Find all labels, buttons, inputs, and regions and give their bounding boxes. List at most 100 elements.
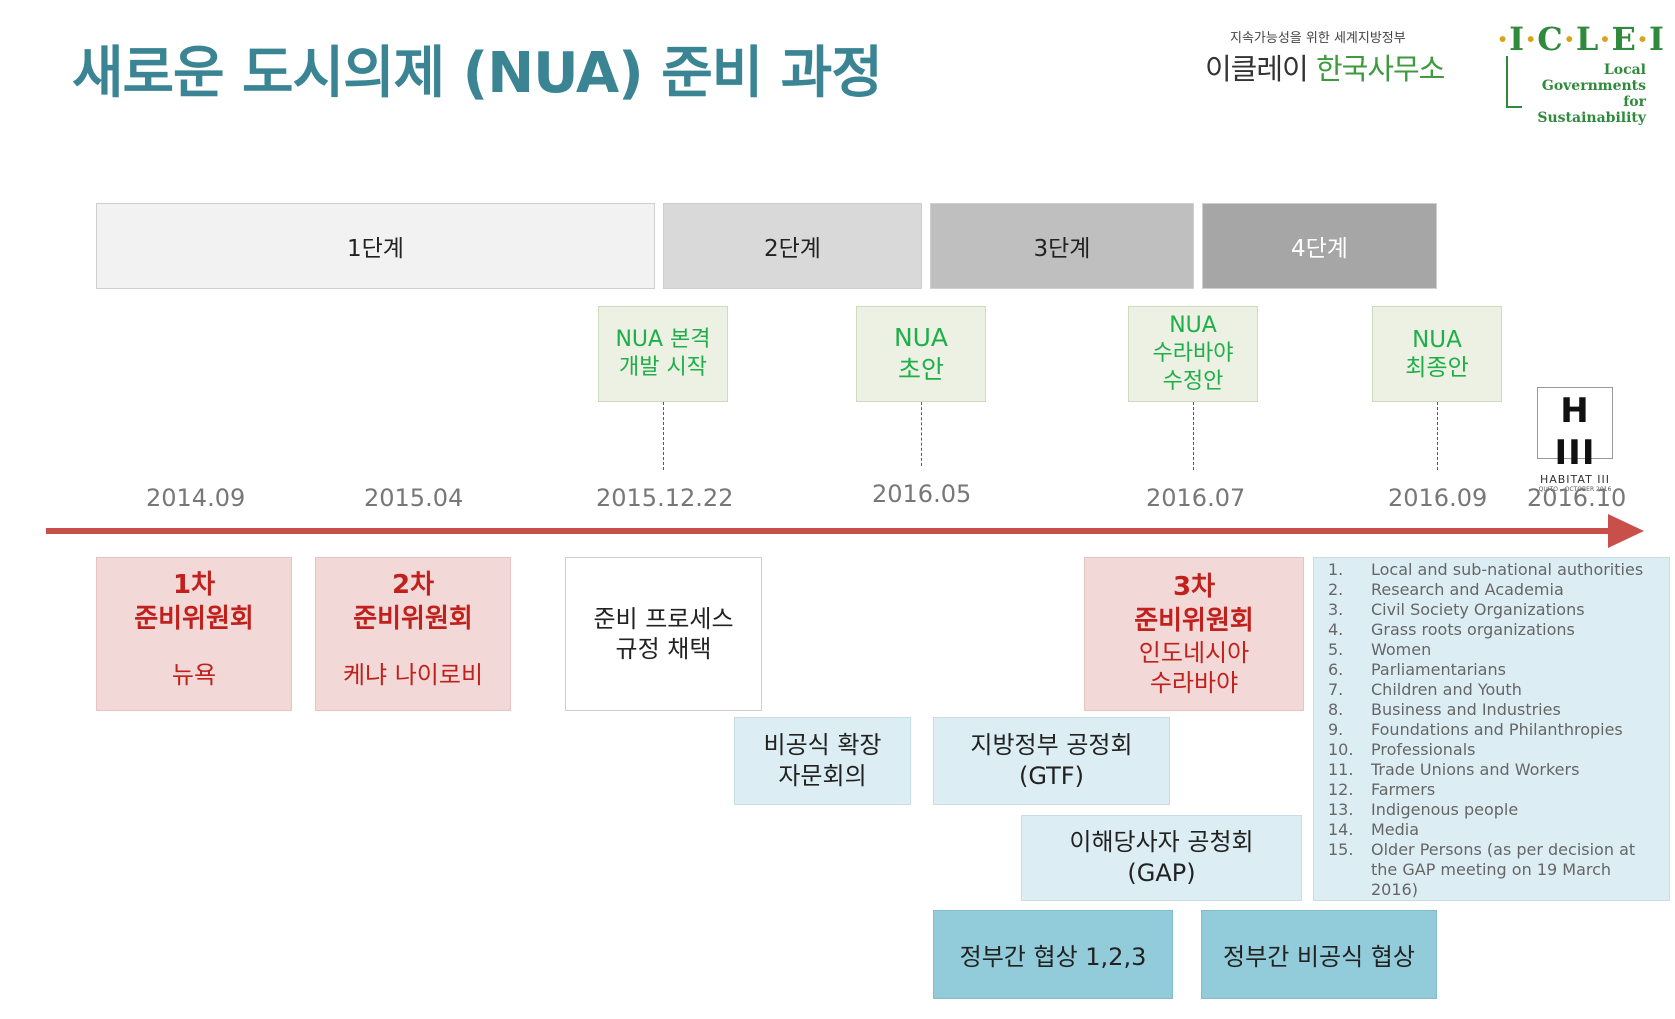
- process-rules-line: 규정 채택: [615, 635, 712, 663]
- major-group-text: Business and Industries: [1371, 700, 1561, 719]
- prepcom-number: 1차: [172, 570, 215, 600]
- major-group-text: Grass roots organizations: [1371, 620, 1575, 639]
- date-label: 2014.09: [146, 484, 246, 512]
- intergov-negotiation-box: 정부간 협상 1,2,3: [933, 910, 1173, 999]
- page-title: 새로운 도시의제 (NUA) 준비 과정: [72, 41, 883, 106]
- major-group-text: Indigenous people: [1371, 800, 1519, 819]
- habitat3-logo: H III HABITAT III QUITO – OCTOBER 2016: [1537, 387, 1613, 493]
- iclei-tag-line: Local: [1603, 62, 1646, 78]
- informal-consultation-line: 자문회의: [778, 762, 867, 790]
- iclei-letter: E: [1611, 20, 1637, 58]
- major-group-item: 4. Grass roots organizations: [1328, 620, 1663, 640]
- milestone-connector: [1437, 402, 1438, 470]
- iclei-bracket: [1506, 56, 1508, 108]
- major-group-number: 1.: [1328, 560, 1344, 579]
- process-rules-line: 준비 프로세스: [593, 605, 734, 633]
- milestone-line: 수정안: [1162, 369, 1224, 394]
- prepcom-2: 2차 준비위원회 케냐 나이로비: [315, 557, 511, 711]
- timeline-arrow-head-icon: [1608, 514, 1644, 548]
- iclei-letter: C: [1537, 20, 1564, 58]
- milestone-line: 수라바야: [1152, 341, 1234, 366]
- major-group-number: 2.: [1328, 580, 1344, 599]
- prepcom-place: 인도네시아: [1138, 639, 1250, 667]
- date-label: 2016.09: [1388, 484, 1488, 512]
- major-group-item: 7. Children and Youth: [1328, 680, 1663, 700]
- gtf-line: 지방정부 공정회: [970, 731, 1133, 759]
- prepcom-place: 뉴욕: [171, 661, 217, 689]
- major-group-item: 10.Professionals: [1328, 740, 1663, 760]
- gtf-box: 지방정부 공정회 (GTF): [933, 717, 1170, 805]
- milestone-line: NUA: [1169, 313, 1217, 338]
- habitat3-sub: QUITO – OCTOBER 2016: [1538, 486, 1612, 493]
- major-group-item: 6.Parliamentarians: [1328, 660, 1663, 680]
- prepcom-number: 3차: [1172, 572, 1215, 602]
- major-group-number: 8.: [1328, 700, 1344, 719]
- major-group-item: 2. Research and Academia: [1328, 580, 1663, 600]
- iclei-logo: ·I·C·L·E·I: [1497, 20, 1665, 58]
- timeline-arrow-line: [46, 528, 1616, 534]
- date-label: 2015.04: [364, 484, 464, 512]
- gap-line: 이해당사자 공청회: [1069, 828, 1254, 856]
- iclei-tag-line: Governments: [1541, 78, 1646, 94]
- major-group-text: Civil Society Organizations: [1371, 600, 1585, 619]
- milestone-line: 개발 시작: [619, 355, 707, 380]
- major-group-number: 14.: [1328, 820, 1354, 839]
- iclei-korea-logo: 이클레이 한국사무소: [1205, 46, 1445, 88]
- major-group-number: 4.: [1328, 620, 1344, 639]
- date-label: 2016.07: [1146, 484, 1246, 512]
- gtf-line: (GTF): [1019, 762, 1084, 790]
- major-group-number: 3.: [1328, 600, 1344, 619]
- major-group-item: 14. Media: [1328, 820, 1663, 840]
- prepcom-3: 3차 준비위원회 인도네시아 수라바야: [1084, 557, 1304, 711]
- date-label: 2016.10: [1527, 484, 1627, 512]
- major-group-item: 12.Farmers: [1328, 780, 1663, 800]
- milestone-line: 초안: [897, 355, 944, 384]
- iclei-letter: L: [1575, 20, 1600, 58]
- iclei-dot-icon: ·: [1599, 20, 1612, 58]
- major-group-text: Research and Academia: [1371, 580, 1564, 599]
- major-group-number: 15.: [1328, 840, 1354, 859]
- major-group-item: 3. Civil Society Organizations: [1328, 600, 1663, 620]
- stage-2: 2단계: [663, 203, 922, 289]
- stage-4: 4단계: [1202, 203, 1437, 289]
- milestone-line: 최종안: [1405, 355, 1469, 381]
- major-group-text: Women: [1371, 640, 1432, 659]
- iclei-tag-line: for Sustainability: [1537, 94, 1646, 126]
- major-group-item: 13. Indigenous people: [1328, 800, 1663, 820]
- prepcom-number: 2차: [391, 570, 434, 600]
- major-group-text: Professionals: [1371, 740, 1476, 759]
- iclei-tagline: Local Governments for Sustainability: [1520, 62, 1646, 126]
- iclei-bracket-foot: [1506, 106, 1522, 108]
- date-label: 2016.05: [872, 480, 972, 508]
- prepcom-title: 준비위원회: [353, 604, 473, 634]
- major-group-text: Farmers: [1371, 780, 1436, 799]
- iclei-dot-icon: ·: [1636, 20, 1650, 58]
- major-group-item: 11.Trade Unions and Workers: [1328, 760, 1663, 780]
- iclei-dot-icon: ·: [1563, 20, 1576, 58]
- gap-box: 이해당사자 공청회 (GAP): [1021, 815, 1302, 901]
- informal-consultation-line: 비공식 확장: [763, 731, 882, 759]
- prepcom-title: 준비위원회: [1134, 606, 1254, 636]
- gap-line: (GAP): [1127, 859, 1196, 887]
- major-group-text: Media: [1371, 820, 1420, 839]
- major-group-number: 13.: [1328, 800, 1354, 819]
- major-group-text: Children and Youth: [1371, 680, 1522, 699]
- milestone-line: NUA: [893, 323, 949, 352]
- major-group-item: 15.Older Persons (as per decision at the…: [1328, 840, 1663, 900]
- prepcom-title: 준비위원회: [134, 604, 254, 634]
- major-group-number: 9.: [1328, 720, 1344, 739]
- iclei-dot-icon: ·: [1525, 20, 1538, 58]
- major-group-number: 7.: [1328, 680, 1344, 699]
- habitat3-name: HABITAT III: [1539, 473, 1611, 486]
- major-group-item: 9.Foundations and Philanthropies: [1328, 720, 1663, 740]
- iclei-letter: I: [1509, 20, 1526, 58]
- milestone-connector: [921, 402, 922, 466]
- stage-1: 1단계: [96, 203, 655, 289]
- logo-subtitle: 지속가능성을 위한 세계지방정부: [1230, 31, 1406, 46]
